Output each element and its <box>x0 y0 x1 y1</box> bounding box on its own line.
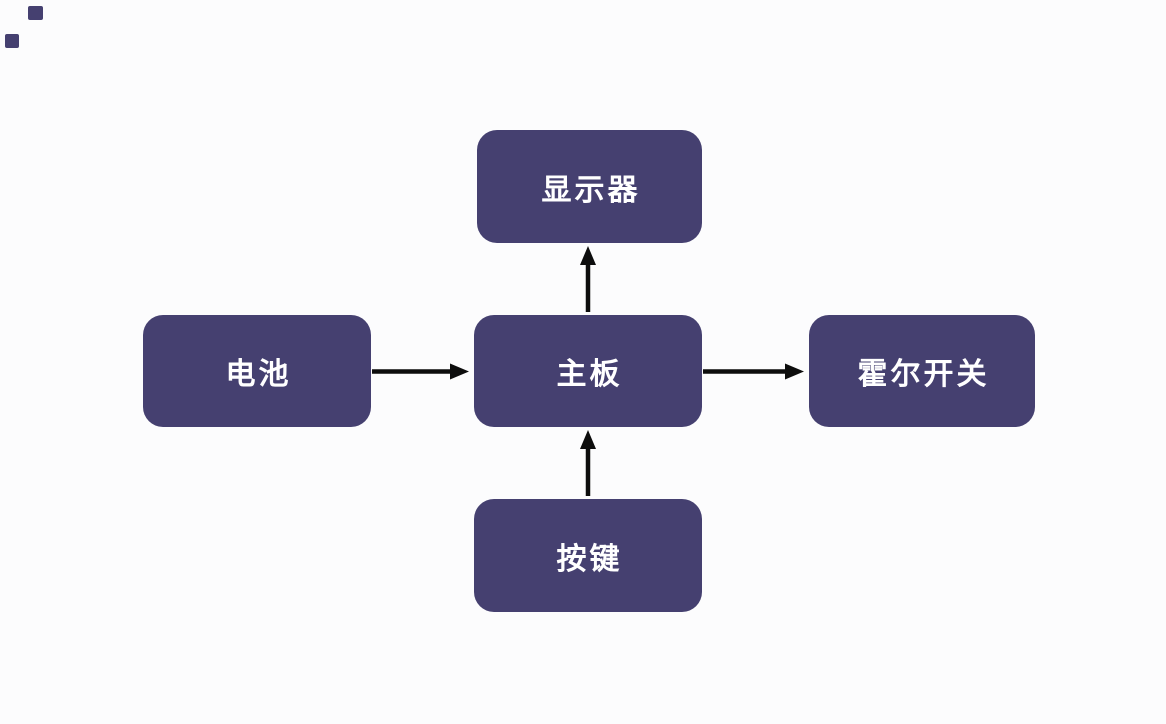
node-keys: 按键 <box>474 499 702 612</box>
node-display-label: 显示器 <box>541 172 641 208</box>
corner-fragment-2 <box>5 34 19 48</box>
corner-fragment-1 <box>28 6 43 20</box>
node-mainboard-label: 主板 <box>556 357 623 392</box>
node-battery: 电池 <box>143 315 371 427</box>
node-keys-label: 按键 <box>556 541 623 577</box>
node-hall-switch-label: 霍尔开关 <box>857 357 990 392</box>
node-hall-switch: 霍尔开关 <box>809 315 1035 427</box>
node-battery-label: 电池 <box>225 357 292 392</box>
node-mainboard: 主板 <box>474 315 702 427</box>
node-display: 显示器 <box>477 130 702 243</box>
